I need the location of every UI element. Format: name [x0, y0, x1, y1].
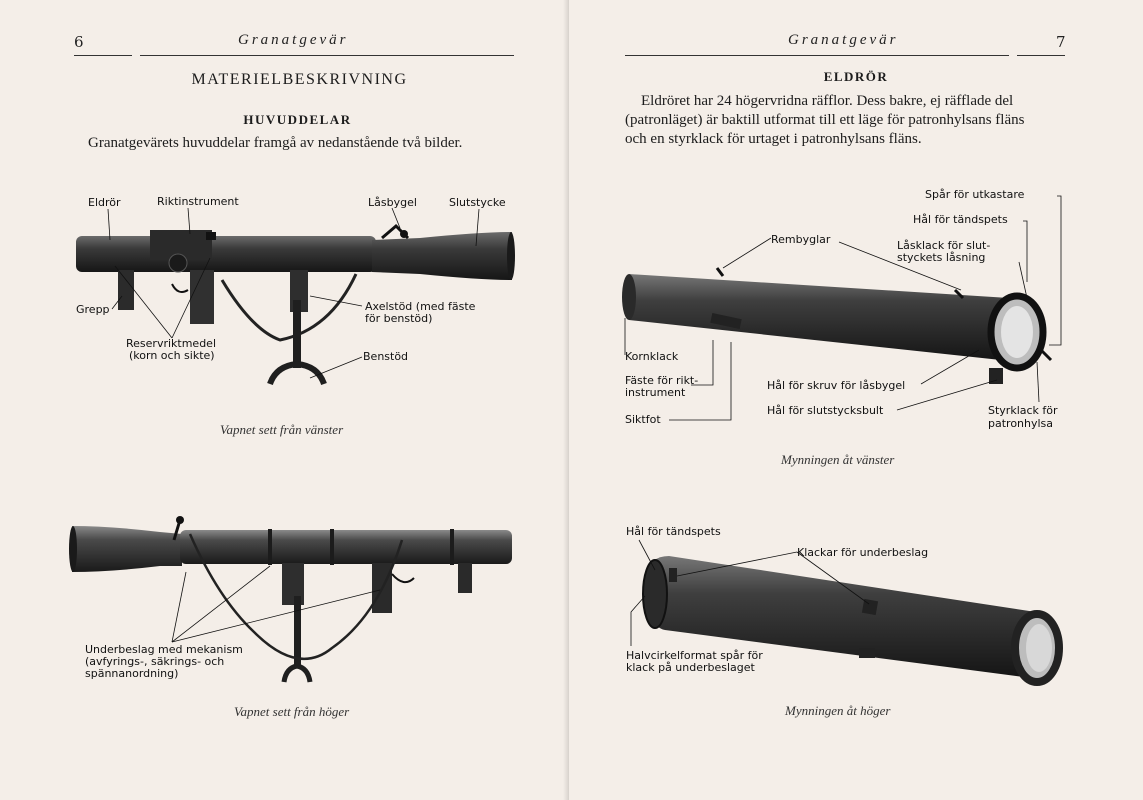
monopod — [294, 596, 301, 666]
label-siktfot: Siktfot — [625, 413, 661, 426]
section-title: MATERIELBESKRIVNING — [191, 71, 408, 88]
page-number: 7 — [1056, 33, 1066, 51]
header-rule — [625, 55, 1009, 56]
label-benstod: Benstöd — [363, 350, 409, 363]
figure-caption: Vapnet sett från höger — [234, 704, 350, 719]
label-halvcirkel-cont: klack på underbeslaget — [626, 661, 755, 674]
label-faste: Fäste för rikt- — [625, 374, 699, 387]
label-riktinstrument: Riktinstrument — [157, 195, 239, 208]
section-subtitle: HUVUDDELAR — [243, 112, 352, 127]
label-axelstod-cont: för benstöd) — [365, 312, 433, 325]
trigger-group — [190, 270, 214, 324]
weapon-right-view-illustration — [69, 516, 512, 683]
sling — [188, 533, 404, 661]
left-page: 6 Granatgevär MATERIELBESKRIVNING HUVUDD… — [0, 0, 569, 800]
barrel-muzzle-right-illustration — [630, 539, 1063, 686]
intro-text: Granatgevärets huvuddelar framgå av neda… — [88, 135, 463, 151]
barrel-tube — [646, 556, 1049, 680]
header-rule — [1017, 55, 1065, 56]
label-styrklack-cont: patronhylsa — [988, 417, 1054, 430]
label-reservriktmedel: Reservriktmedel — [126, 337, 216, 350]
header-rule — [74, 55, 132, 56]
label-spar-utkastare: Spår för utkastare — [925, 188, 1025, 201]
barrel — [180, 530, 512, 564]
label-lasbygel: Låsbygel — [368, 196, 417, 209]
label-grepp: Grepp — [76, 303, 110, 316]
label-styrklack: Styrklack för — [988, 404, 1058, 417]
label-slutstycke: Slutstycke — [449, 196, 506, 209]
grip — [458, 563, 472, 593]
figure-caption: Mynningen åt vänster — [781, 452, 895, 467]
barrel-muzzle-left-illustration — [622, 195, 1062, 421]
monopod — [293, 300, 301, 368]
paragraph-line: Eldröret har 24 högervridna räfflor. Des… — [641, 93, 1014, 109]
label-lasklack-cont: styckets låsning — [897, 251, 986, 264]
paragraph-line: och en styrklack för urtaget i patronhyl… — [625, 131, 922, 147]
breech-bell — [72, 526, 182, 572]
figure-caption: Vapnet sett från vänster — [220, 422, 344, 437]
monopod-foot — [267, 360, 327, 386]
label-axelstod: Axelstöd (med fäste — [365, 300, 476, 313]
label-hal-tandspets: Hål för tändspets — [913, 213, 1008, 226]
label-faste-cont: instrument — [625, 386, 686, 399]
section-title: ELDRÖR — [823, 69, 889, 84]
paragraph-line: (patronläget) är baktill utformat till e… — [625, 112, 1025, 128]
header-rule — [140, 55, 514, 56]
running-head: Granatgevär — [238, 32, 349, 48]
label-lasklack: Låsklack för slut- — [897, 239, 991, 252]
label-rembyglar: Rembyglar — [771, 233, 831, 246]
barrel-tube — [629, 274, 1019, 362]
label-kornklack: Kornklack — [625, 350, 679, 363]
breech-bell — [372, 232, 512, 280]
paragraph: Eldröret har 24 högervridna räfflor. Des… — [625, 92, 1065, 149]
running-head: Granatgevär — [788, 32, 899, 48]
sling — [220, 273, 358, 342]
lower-mount — [282, 563, 304, 605]
grip — [118, 270, 134, 310]
label-underbeslag-cont: (avfyrings-, säkrings- och — [85, 655, 225, 668]
label-reservriktmedel-cont: (korn och sikte) — [129, 349, 215, 362]
label-hal-tandspets: Hål för tändspets — [626, 525, 721, 538]
page-number: 6 — [74, 33, 84, 51]
label-hal-skruv: Hål för skruv för låsbygel — [767, 379, 906, 392]
label-klackar: Klackar för underbeslag — [797, 546, 929, 559]
figure-caption: Mynningen åt höger — [785, 703, 891, 718]
weapon-left-view-illustration — [76, 207, 515, 386]
label-underbeslag-cont2: spännanordning) — [85, 667, 179, 680]
label-eldror: Eldrör — [88, 196, 121, 209]
label-hal-slutstycksbult: Hål för slutstycksbult — [767, 404, 884, 417]
label-halvcirkel: Halvcirkelformat spår för — [626, 649, 763, 662]
right-page: Granatgevär 7 ELDRÖR Eldröret har 24 hög… — [569, 0, 1143, 800]
label-underbeslag: Underbeslag med mekanism — [85, 643, 243, 656]
